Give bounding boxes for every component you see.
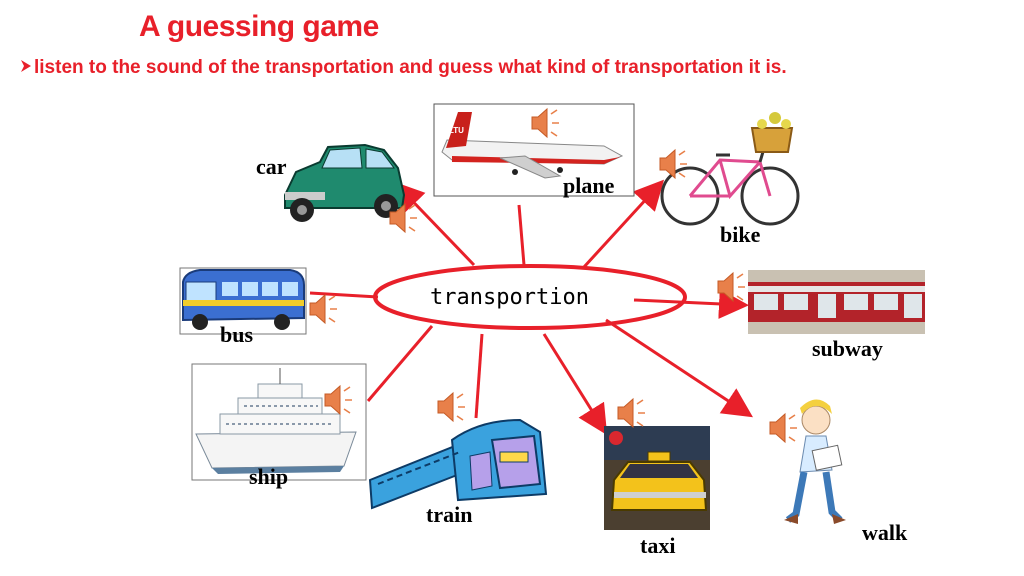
speaker-icon[interactable] — [769, 413, 798, 443]
plane-picture: LTU — [433, 103, 635, 197]
connector-arrows — [309, 179, 754, 436]
arrow-walk — [605, 318, 754, 418]
speaker-icon[interactable] — [717, 272, 746, 302]
bullet-arrow-icon — [20, 57, 34, 79]
label-train: train — [426, 502, 473, 527]
speaker-icon[interactable] — [437, 392, 466, 422]
speaker-icon[interactable] — [309, 294, 338, 324]
bus-picture — [179, 267, 307, 335]
label-bus: bus — [220, 322, 254, 347]
arrow-subway — [633, 288, 749, 319]
walk-picture — [784, 399, 846, 524]
arrow-ship — [366, 325, 434, 402]
arrow-bus — [309, 291, 379, 299]
label-subway: subway — [812, 336, 883, 361]
car-picture — [284, 143, 406, 222]
svg-text:LTU: LTU — [449, 126, 464, 135]
arrow-plane — [517, 204, 526, 266]
center-word: transportion — [430, 285, 589, 310]
instruction-text: listen to the sound of the transportatio… — [20, 57, 787, 79]
bike-picture — [660, 112, 800, 226]
label-plane: plane — [563, 173, 615, 198]
instruction-label: listen to the sound of the transportatio… — [34, 57, 787, 78]
arrow-train — [474, 333, 484, 419]
ship-picture — [191, 363, 367, 481]
speaker-icon[interactable] — [617, 398, 646, 428]
speaker-icon[interactable] — [659, 149, 688, 179]
train-picture — [368, 418, 548, 510]
label-bike: bike — [720, 222, 761, 247]
center-ellipse — [373, 264, 687, 330]
label-ship: ship — [249, 464, 289, 489]
subway-picture — [748, 270, 925, 334]
arrow-taxi — [542, 333, 608, 436]
label-car: car — [256, 154, 287, 179]
taxi-picture — [604, 426, 710, 530]
page-title: A guessing game — [139, 10, 379, 43]
label-taxi: taxi — [640, 533, 676, 558]
label-walk: walk — [862, 520, 908, 545]
arrow-bike — [582, 179, 665, 269]
arrow-car — [393, 181, 476, 267]
